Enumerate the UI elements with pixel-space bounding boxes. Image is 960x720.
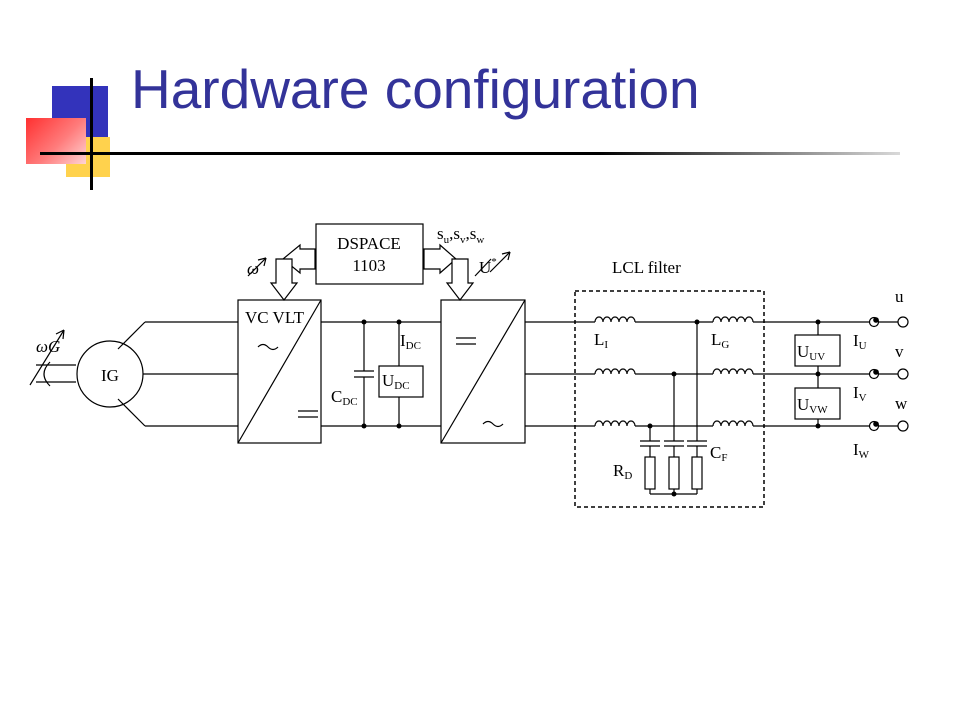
slide-title: Hardware configuration: [131, 58, 700, 120]
signal-arrow-right: [474, 258, 492, 277]
rd-label: RD: [613, 461, 632, 482]
lcl-filter-label: LCL filter: [612, 258, 681, 277]
li-label: LI: [594, 330, 608, 351]
rd-resistor-3: [691, 456, 703, 490]
title-logo: [0, 0, 140, 200]
uvw-label: UVW: [797, 395, 828, 416]
terminal-w: [897, 420, 909, 432]
vlt-ac-symbol: [257, 343, 279, 351]
inverter-ac-symbol: [482, 420, 504, 428]
rd-resistor-1: [644, 456, 656, 490]
logo-red-square: [26, 118, 86, 164]
lg-inductor-v: [712, 368, 754, 375]
li-inductor-w: [594, 420, 636, 427]
generator-label: IG: [101, 366, 119, 385]
phase-v-label: v: [895, 342, 904, 361]
phase-w-label: w: [895, 394, 908, 413]
iv-label: IV: [853, 383, 867, 404]
lg-label: LG: [711, 330, 729, 351]
omega-g-arrow: [29, 329, 65, 386]
rd-resistor-2: [668, 456, 680, 490]
cf-label: CF: [710, 443, 727, 464]
switch-signals-label: su,sv,sw: [437, 224, 484, 246]
arrow-down-left: [269, 258, 299, 301]
lg-inductor-u: [712, 316, 754, 323]
idc-label: IDC: [400, 331, 421, 352]
dspace-box: [315, 223, 424, 285]
omega-label: ω: [247, 259, 259, 278]
uuv-label: UUV: [797, 342, 825, 363]
phase-u-label: u: [895, 287, 904, 306]
inverter-box: [440, 299, 526, 444]
arrow-down-right: [445, 258, 475, 301]
li-inductor-u: [594, 316, 636, 323]
terminal-v: [897, 368, 909, 380]
lcl-filter-box: [574, 290, 765, 508]
udc-box: [378, 365, 424, 398]
rotation-arc: [43, 361, 51, 387]
dspace-label-2: 1103: [352, 256, 385, 275]
u-ref-label: U*: [479, 256, 497, 277]
vlt-converter-box: [237, 299, 322, 444]
title-divider: [40, 152, 900, 155]
iu-label: IU: [853, 331, 867, 352]
omega-g-label: ωG: [36, 337, 60, 356]
terminal-u: [897, 316, 909, 328]
iw-label: IW: [853, 440, 870, 461]
omega-signal-arrow: [247, 257, 267, 277]
li-inductor-v: [594, 368, 636, 375]
dspace-arrow-right: [423, 243, 457, 275]
cdc-label: CDC: [331, 387, 358, 408]
lg-inductor-w: [712, 420, 754, 427]
vc-vlt-label: VC VLT: [245, 308, 305, 327]
udc-label: UDC: [382, 371, 410, 392]
dspace-label-1: DSPACE: [337, 234, 401, 253]
logo-vertical-line: [90, 78, 93, 190]
